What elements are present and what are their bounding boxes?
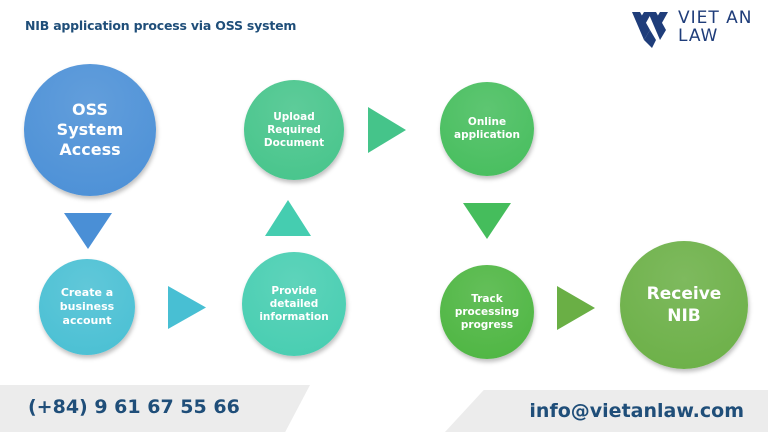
node-create-account: Create a business account [39,259,135,355]
email-link[interactable]: info@vietanlaw.com [529,400,744,422]
footer-email-bg [445,390,768,432]
arrow-down-icon [64,213,112,249]
node-label: Create a business account [59,286,115,327]
node-label: Provide detailed information [259,284,329,323]
node-upload-docs: Upload Required Document [244,80,344,180]
arrow-right-icon [368,107,406,153]
arrow-up-icon [265,200,311,236]
logo-line1: VIET AN [678,8,753,28]
vietan-logo-icon [632,12,668,48]
node-label: Receive NIB [646,284,722,326]
arrow-right-icon [168,286,206,329]
node-label: Upload Required Document [263,110,325,149]
footer-phone-bg [0,385,310,432]
node-track-progress: Track processing progress [440,265,534,359]
node-label: OSS System Access [56,100,124,159]
node-label: Track processing progress [454,292,520,331]
logo-text: VIET AN LAW [678,9,753,45]
node-label: Online application [454,116,520,141]
node-online-application: Online application [440,82,534,176]
node-provide-info: Provide detailed information [242,252,346,356]
node-oss-access: OSS System Access [24,64,156,196]
node-receive-nib: Receive NIB [620,241,748,369]
arrow-right-icon [557,286,595,330]
page-title: NIB application process via OSS system [25,18,297,33]
arrow-down-icon [463,203,511,239]
phone-number[interactable]: (+84) 9 61 67 55 66 [28,396,240,418]
logo-line2: LAW [678,26,719,46]
